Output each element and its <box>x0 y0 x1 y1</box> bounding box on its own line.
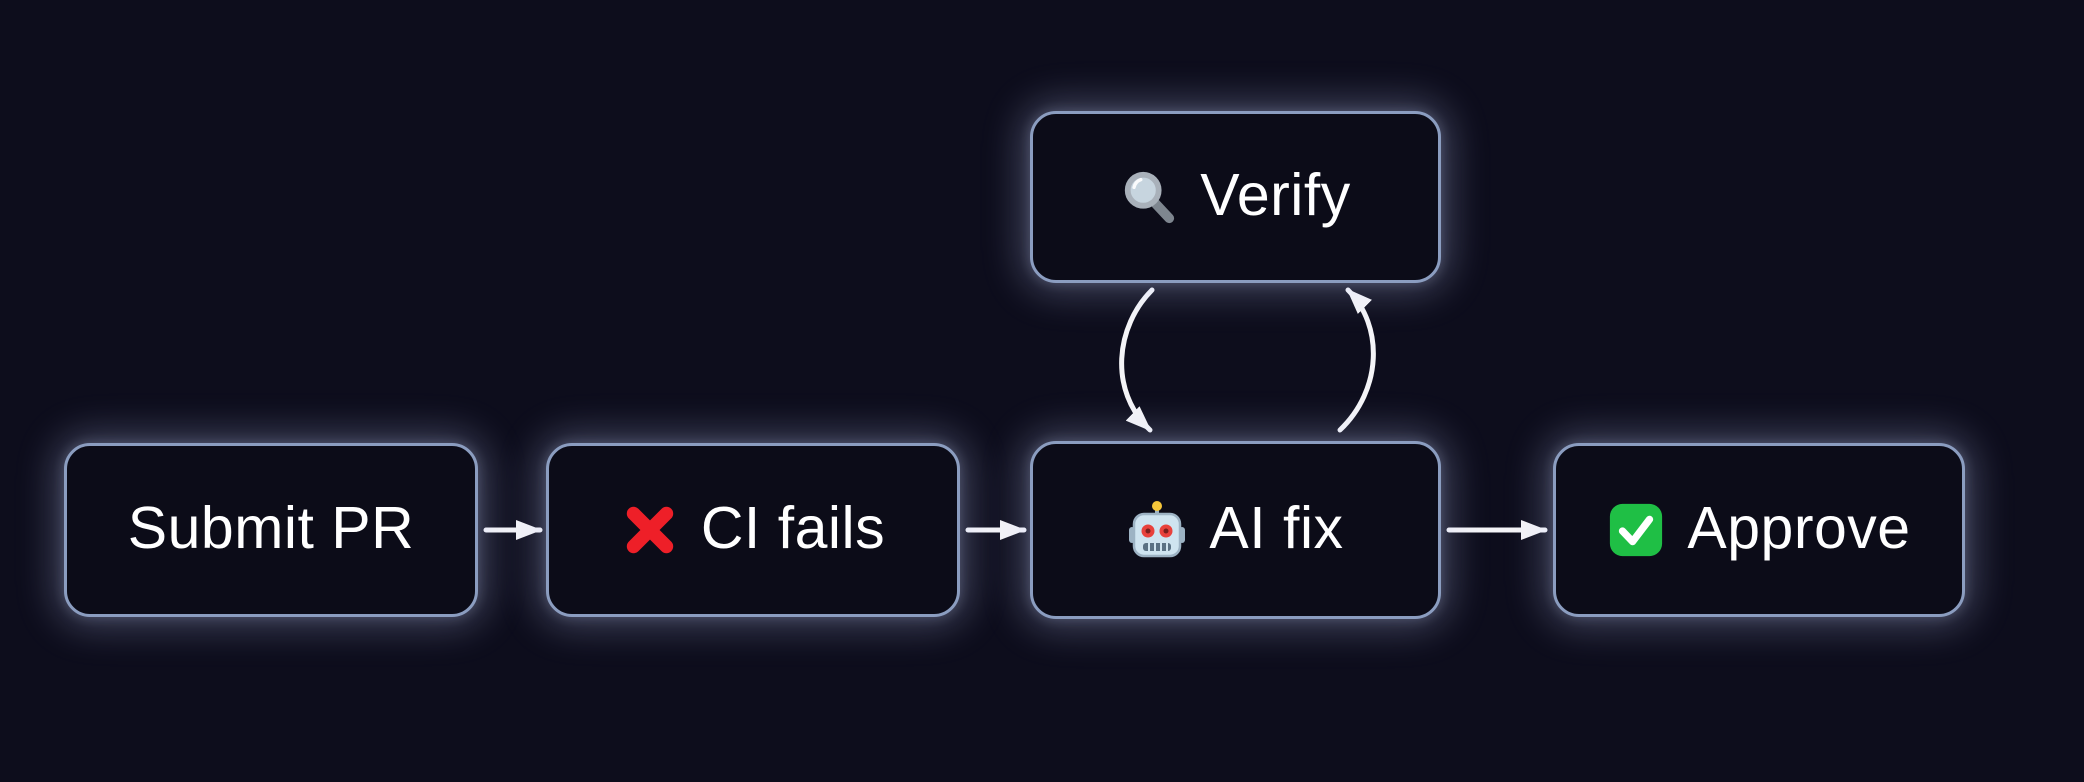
edge-aifix-to-verify <box>1337 287 1376 433</box>
node-verify: Verify <box>1030 111 1441 283</box>
edge-verify-to-aifix <box>1119 287 1155 433</box>
node-approve: Approve <box>1553 443 1965 617</box>
robot-icon <box>1127 500 1187 560</box>
cross-mark-icon <box>621 501 679 559</box>
node-submit-pr: Submit PR <box>64 443 478 617</box>
node-ci-fails: CI fails <box>546 443 960 617</box>
magnifying-glass-icon <box>1120 168 1178 226</box>
node-ai-fix: AI fix <box>1030 441 1441 619</box>
node-label: Submit PR <box>127 494 415 561</box>
node-label: Approve <box>1687 494 1911 561</box>
node-label: Verify <box>1200 161 1351 228</box>
node-label: AI fix <box>1209 494 1344 561</box>
node-label: CI fails <box>700 494 886 561</box>
check-mark-icon <box>1607 501 1665 559</box>
